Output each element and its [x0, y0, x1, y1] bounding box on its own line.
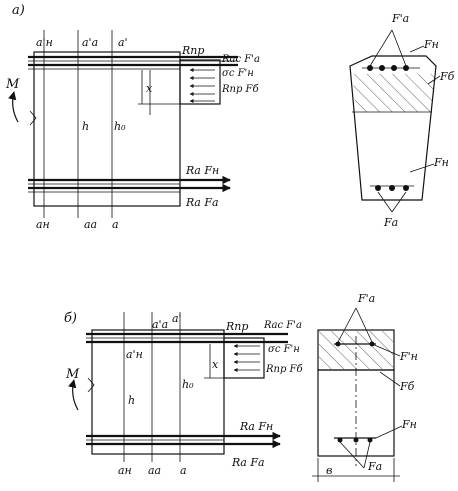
section-fa-bot-b: Fа: [367, 460, 382, 473]
stress-block-b: [223, 337, 265, 379]
section-fb-a: Fб: [439, 70, 455, 83]
dim-a-n-top-a: a'н: [36, 36, 53, 49]
dimension-lines-b: [123, 312, 181, 462]
beam-b-outline: [91, 329, 225, 455]
section-fn-top-b: F'н: [399, 350, 418, 363]
moment-label-a: M: [5, 77, 20, 92]
force-sigma-fn-b: σс F'н: [268, 344, 300, 355]
stress-block-a: [179, 59, 221, 105]
dim-a-n-bot-b: aн: [118, 464, 132, 477]
dim-x-b: x: [212, 358, 219, 371]
moment-arrow-a: [8, 91, 19, 123]
dimension-lines-a: [43, 30, 151, 218]
dim-a-a-top-b: a'а: [152, 318, 168, 331]
moment-label-b: M: [65, 367, 80, 382]
diagram-b: б) M a'н: [64, 292, 418, 482]
dim-a-n-bot-a: aн: [36, 218, 50, 231]
beam-a-outline: [33, 51, 181, 207]
dim-a-a-top-a: a'а: [82, 36, 98, 49]
force-r-pr-fb-a: Rпр Fб: [221, 84, 259, 95]
stress-arrows-b: [233, 344, 260, 372]
dim-h-b: h: [128, 394, 135, 407]
panel-label-a: а): [12, 3, 25, 18]
dim-x-a: x: [146, 82, 153, 95]
force-r-pr-fb-b: Rпр Fб: [265, 364, 303, 375]
stress-arrows-a: [189, 68, 215, 103]
dim-a-top-b: a': [172, 312, 182, 325]
panel-label-b: б): [64, 311, 77, 326]
force-sigma-fn-a: σс F'н: [222, 68, 254, 79]
force-r-pr-b: Rпр: [225, 320, 248, 333]
section-fb-b: Fб: [399, 380, 415, 393]
bottom-reinforcement-a: [28, 178, 230, 193]
break-mark-b: [87, 377, 95, 393]
section-fa-bot-a: Fа: [383, 216, 398, 229]
force-r-a-fa-a: Rа Fа: [185, 196, 219, 209]
moment-arrow-b: [68, 379, 79, 411]
top-reinforcement-b: [86, 332, 288, 344]
section-fn-bot-b: Fн: [401, 418, 417, 431]
dim-a-top-a: a': [118, 36, 128, 49]
force-r-a-fa-b: Rа Fа: [231, 456, 265, 469]
section-fa-top-a: F'а: [391, 12, 409, 25]
section-fn-bot-a: Fн: [433, 156, 449, 169]
tapered-section-a: [349, 29, 441, 213]
force-r-a-fn-b: Rа Fн: [239, 420, 273, 433]
dim-h0-b: h₀: [182, 378, 194, 391]
t-section-b: [312, 307, 403, 482]
dim-a-bot-a: a: [112, 218, 119, 231]
top-reinforcement-a: [28, 55, 238, 70]
break-mark-a: [29, 110, 37, 126]
dim-a-bot-b: a: [180, 464, 187, 477]
force-r-a-fn-a: Rа Fн: [185, 164, 219, 177]
section-fa-top-b: F'а: [357, 292, 375, 305]
dim-b-b: в: [326, 464, 332, 477]
force-r-pr-a: Rпр: [181, 44, 204, 57]
dim-h0-a: h₀: [114, 120, 126, 133]
force-r-ac-fa-b: Rас F'а: [263, 320, 302, 331]
dim-a-a-bot-b: aа: [148, 464, 161, 477]
force-r-ac-fa-a: Rас F'а: [221, 54, 260, 65]
diagram-a: а): [5, 3, 455, 231]
dim-h-a: h: [82, 120, 89, 133]
section-fn-top-a: Fн: [423, 38, 439, 51]
dim-a-n-top-b: a'н: [126, 348, 143, 361]
bottom-reinforcement-b: [86, 434, 280, 446]
dim-a-a-bot-a: aа: [84, 218, 97, 231]
